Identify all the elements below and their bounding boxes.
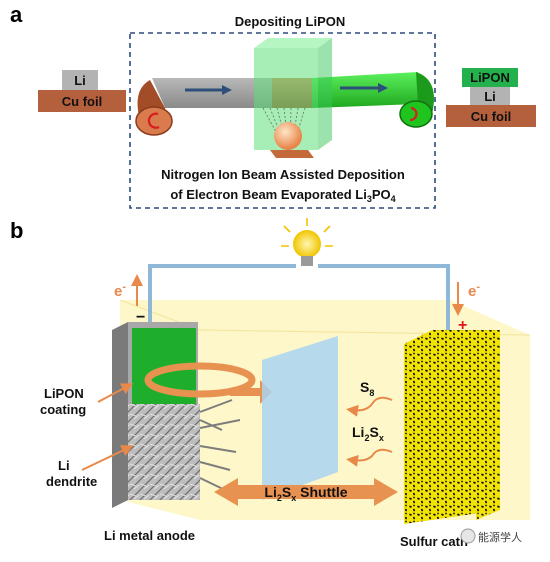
evaporation-source-sphere bbox=[274, 122, 302, 150]
bulb-rays bbox=[281, 218, 333, 247]
left-roller bbox=[135, 106, 173, 136]
cathode-side bbox=[432, 330, 500, 520]
minus-sign: − bbox=[136, 309, 145, 326]
shuttle-arrow-shape bbox=[214, 478, 398, 506]
cu-label-left: Cu foil bbox=[62, 94, 102, 109]
panel-a-letter: a bbox=[10, 2, 23, 27]
cathode-label: Sulfur cath bbox=[400, 534, 468, 549]
li-label-right: Li bbox=[484, 89, 496, 104]
li2sx-label: Li2Sx bbox=[352, 424, 384, 443]
anode-label: Li metal anode bbox=[104, 528, 195, 543]
wire-right bbox=[318, 264, 450, 340]
swirl-arrow-head bbox=[230, 380, 272, 404]
watermark-text: 能源学人 bbox=[478, 530, 522, 544]
watermark-logo-icon bbox=[460, 528, 476, 544]
lipon-layer-right bbox=[462, 68, 518, 87]
panel-b-letter: b bbox=[10, 218, 23, 243]
beam-side-face bbox=[318, 38, 332, 150]
separator bbox=[262, 336, 338, 500]
s8-arrow bbox=[346, 396, 393, 417]
shuttle-label: Li2Sx Shuttle bbox=[264, 484, 347, 503]
li-dendrite-label-2: dendrite bbox=[46, 474, 97, 489]
cu-foil-left bbox=[38, 90, 126, 112]
lipon-label-right: LiPON bbox=[470, 70, 510, 85]
cu-foil-right bbox=[446, 105, 536, 127]
plus-sign: + bbox=[458, 317, 467, 334]
dendrite-spikes bbox=[199, 399, 241, 491]
electron-label-right: e- bbox=[468, 281, 480, 300]
right-roller-rotation-icon bbox=[409, 106, 418, 122]
deposition-chamber-box bbox=[129, 32, 436, 209]
bulb-base bbox=[301, 256, 313, 266]
belt-arrow-right-head bbox=[378, 83, 388, 93]
light-bulb-icon bbox=[293, 230, 321, 258]
shuttle-block-arrow bbox=[144, 362, 272, 404]
depositing-title: Depositing LiPON bbox=[235, 14, 346, 29]
electrolyte-edge bbox=[119, 299, 531, 336]
electron-label-left: e- bbox=[114, 281, 126, 300]
li-dendrite-label-1: Li bbox=[58, 458, 70, 473]
wire-left bbox=[148, 264, 296, 330]
belt-gray-segment bbox=[152, 78, 272, 108]
li2sx-arrow bbox=[346, 448, 393, 467]
sulfur-cathode bbox=[404, 330, 500, 524]
deposition-beam bbox=[254, 38, 332, 158]
belt-arrow-left-head bbox=[222, 85, 232, 95]
beam-top-face bbox=[254, 38, 332, 48]
cu-label-right: Cu foil bbox=[471, 109, 511, 124]
lipon-coating-label-1: LiPON bbox=[44, 386, 84, 401]
caption-line-1: Nitrogen Ion Beam Assisted Deposition bbox=[161, 167, 405, 182]
li-layer-left bbox=[62, 70, 98, 90]
watermark: 能源学人 bbox=[460, 528, 522, 544]
li-label-left: Li bbox=[74, 73, 86, 88]
left-roller-rotation-icon bbox=[147, 112, 160, 129]
li-dendrite-region bbox=[128, 404, 200, 500]
belt-green-segment bbox=[312, 72, 418, 108]
s8-label: S8 bbox=[360, 379, 374, 398]
external-circuit: − + e- e- bbox=[114, 218, 480, 344]
caption-line-2: of Electron Beam Evaporated Li3PO4 bbox=[170, 187, 395, 204]
right-electrode-stack: LiPON Li Cu foil bbox=[446, 68, 536, 127]
swirl-ring bbox=[144, 362, 256, 398]
left-electrode-stack: Li Cu foil bbox=[38, 70, 126, 112]
li-metal-anode bbox=[112, 322, 241, 508]
li-dendrite-pointer bbox=[81, 445, 134, 471]
anode-side-face bbox=[112, 322, 128, 508]
crucible bbox=[270, 150, 314, 158]
shuttle-double-arrow: Li2Sx Shuttle bbox=[214, 478, 398, 506]
lipon-coating-label-2: coating bbox=[40, 402, 86, 417]
li-layer-right bbox=[470, 87, 510, 105]
lipon-coating-pointer bbox=[97, 383, 134, 403]
nitrogen-beam-column bbox=[254, 48, 318, 150]
